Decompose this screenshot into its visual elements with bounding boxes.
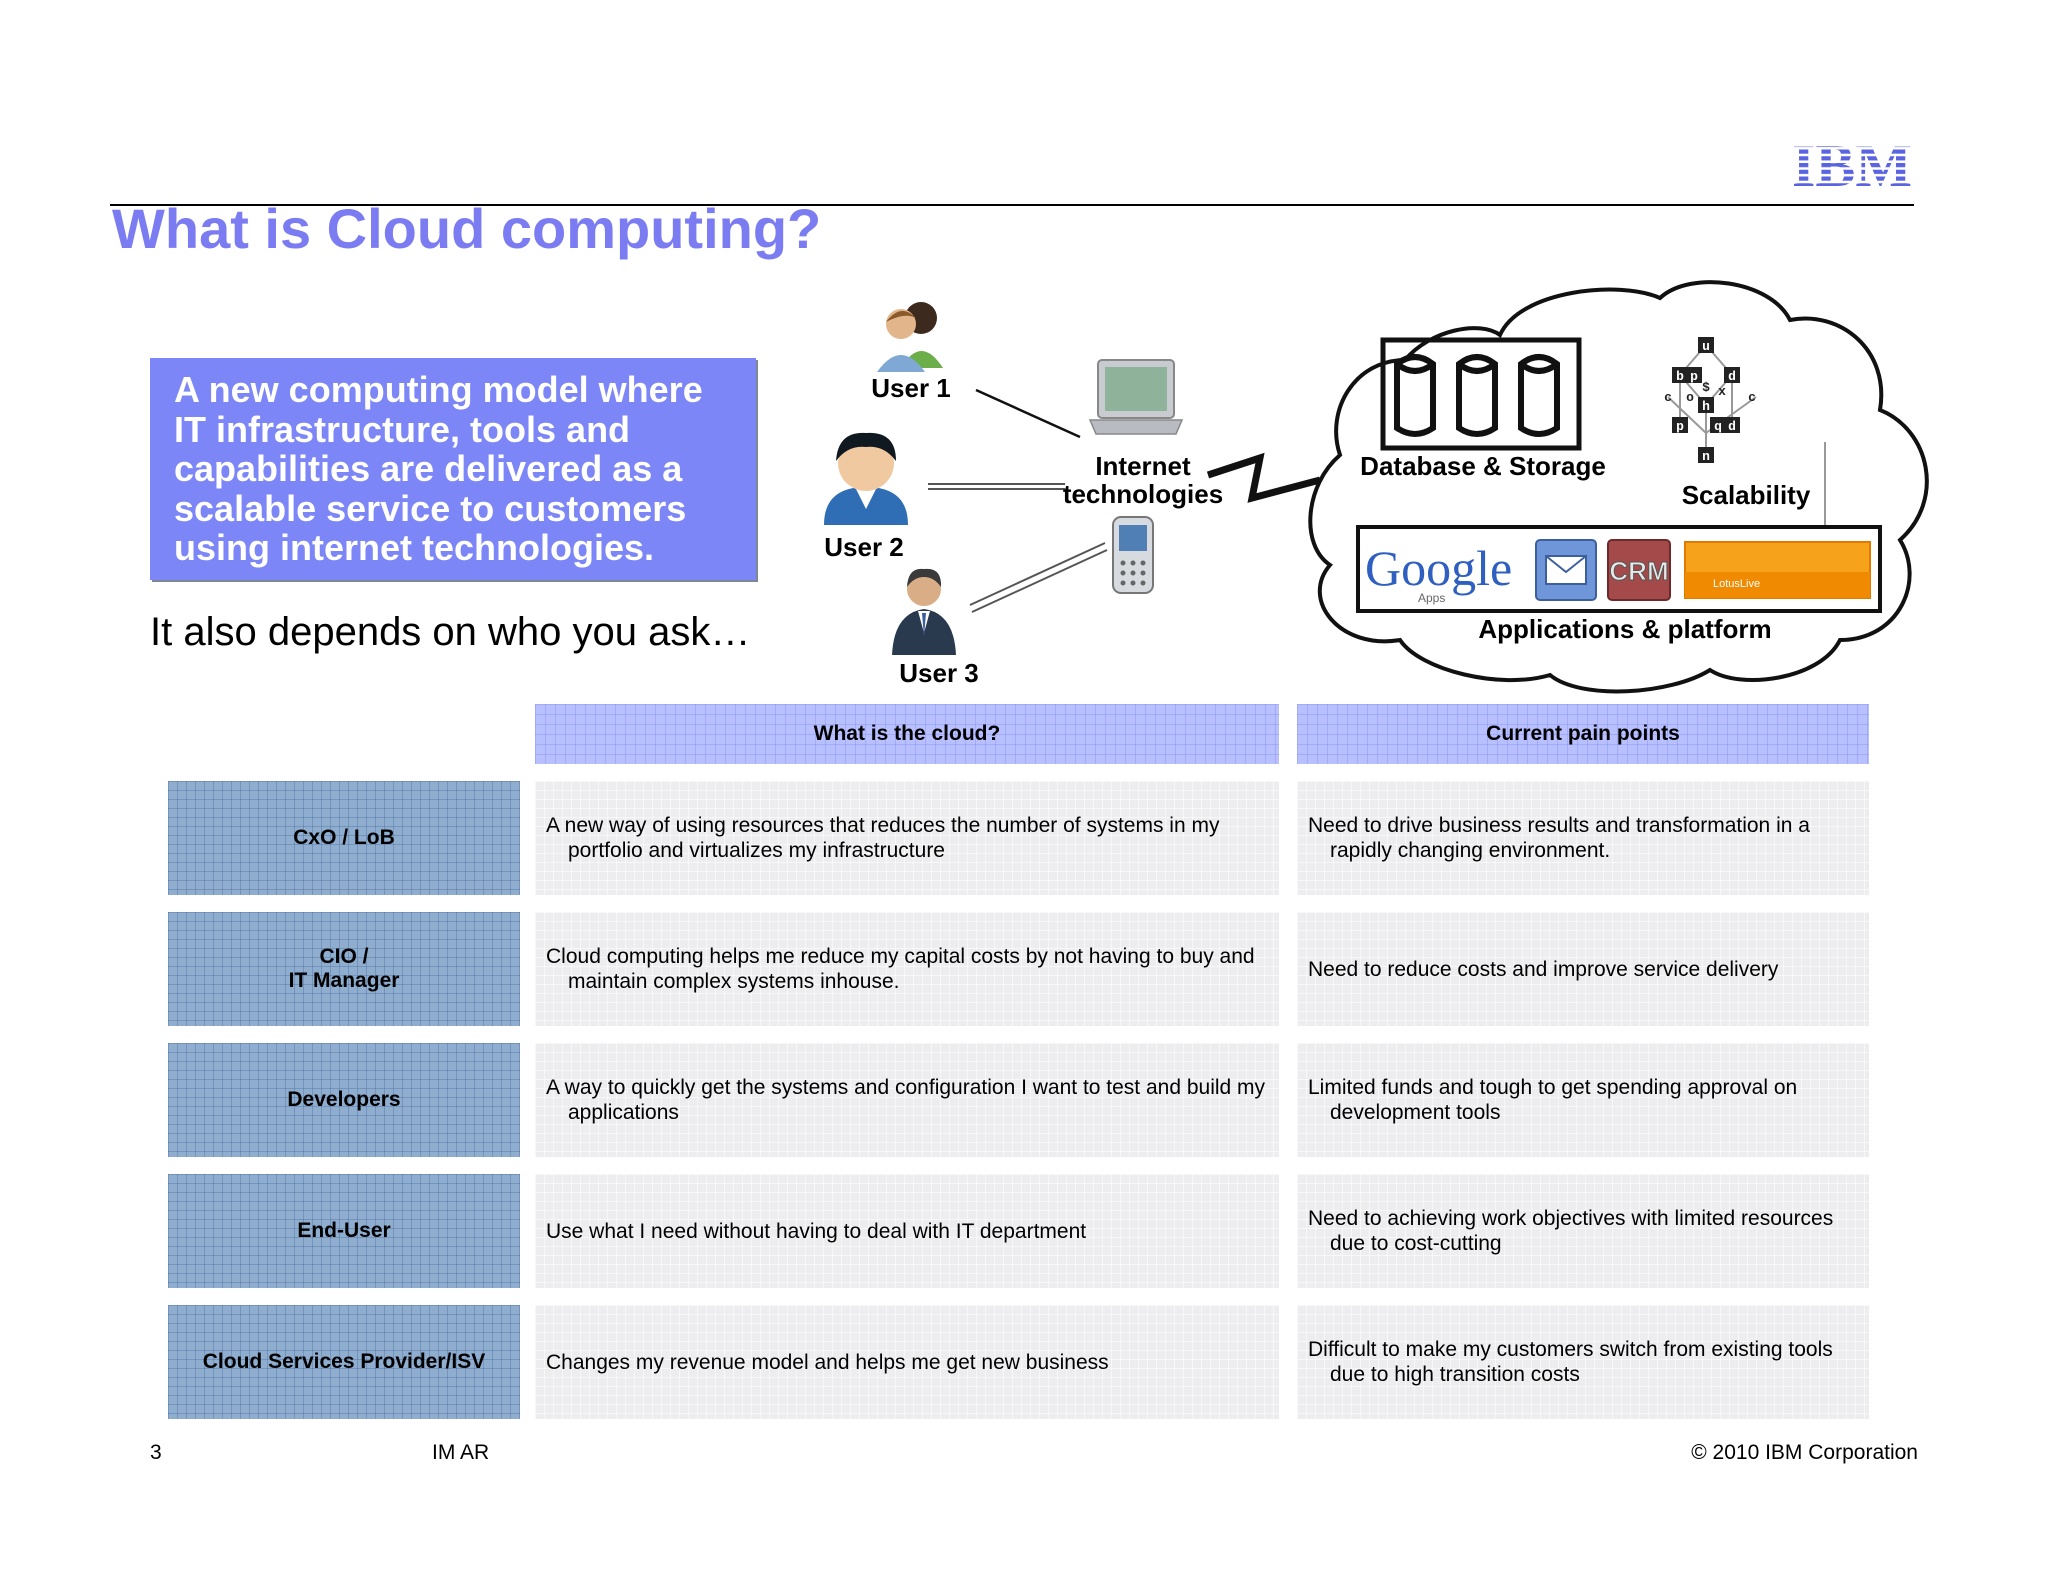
zigzag-connector [1206,452,1321,503]
table-cell: A new way of using resources that reduce… [535,781,1279,895]
svg-text:Google: Google [1365,540,1512,596]
link-user1 [975,388,1081,439]
header-rule [110,204,1914,206]
page-title: What is Cloud computing? [112,197,822,260]
mail-icon [1535,539,1597,601]
svg-text:h: h [1702,399,1710,414]
row-label-cio: CIO /IT Manager [168,912,520,1026]
definition-text: A new computing model where IT infrastru… [174,369,703,568]
svg-text:LotusLive: LotusLive [1713,578,1760,590]
cloud-diagram: User 1 User 2 User 3 Internet technologi… [824,280,1929,694]
phone-icon [1112,516,1154,594]
table-cell: Need to drive business results and trans… [1297,781,1869,895]
svg-text:Apps: Apps [1418,591,1445,605]
user3-label: User 3 [899,658,979,688]
svg-text:u: u [1702,339,1710,354]
subheading: It also depends on who you ask… [150,610,751,654]
svg-text:IBM: IBM [1792,136,1912,190]
crm-icon: CRM [1607,539,1671,601]
header-pain-points: Current pain points [1297,704,1869,764]
internet-label-line2: technologies [1063,479,1223,509]
svg-text:o: o [1686,390,1694,405]
table-cell: Limited funds and tough to get spending … [1297,1043,1869,1157]
laptop-icon [1088,359,1184,435]
link-user3 [969,542,1106,606]
user2-label: User 2 [824,532,904,562]
internet-label-line1: Internet [1095,451,1191,481]
svg-text:p: p [1690,369,1698,384]
copyright: © 2010 IBM Corporation [1691,1441,1918,1464]
header-what-is-cloud: What is the cloud? [535,704,1279,764]
user1-label: User 1 [871,373,951,403]
svg-text:x: x [1718,384,1726,399]
user3-icon [892,568,956,655]
table-cell: Changes my revenue model and helps me ge… [535,1305,1279,1419]
svg-text:c: c [1664,390,1672,405]
footer-dept: IM AR [432,1441,490,1464]
svg-text:d: d [1728,369,1736,384]
table-cell: Cloud computing helps me reduce my capit… [535,912,1279,1026]
table-cell: Use what I need without having to deal w… [535,1174,1279,1288]
table-cell: A way to quickly get the systems and con… [535,1043,1279,1157]
database-icon [1380,337,1582,451]
svg-text:c: c [1748,390,1756,405]
row-label-end-user: End-User [168,1174,520,1288]
user1-icon [877,302,943,372]
svg-text:b: b [1676,369,1684,384]
lotuslive-logo: LotusLive [1684,541,1871,599]
row-label-developers: Developers [168,1043,520,1157]
google-apps-logo: Google Apps [1365,540,1512,605]
table-cell: Need to reduce costs and improve service… [1297,912,1869,1026]
applications-label: Applications & platform [1478,614,1771,644]
table-cell: Difficult to make my customers switch fr… [1297,1305,1869,1419]
svg-text:$: $ [1702,380,1710,395]
svg-text:CRM: CRM [1609,556,1668,586]
svg-text:d: d [1728,419,1736,434]
row-label-cloud-provider: Cloud Services Provider/ISV [168,1305,520,1419]
user2-icon [824,432,908,525]
svg-text:q: q [1714,419,1722,434]
row-label-cxo: CxO / LoB [168,781,520,895]
svg-text:n: n [1702,449,1710,464]
database-label: Database & Storage [1360,451,1606,481]
definition-box: A new computing model where IT infrastru… [150,358,756,580]
scalability-label: Scalability [1682,480,1811,510]
table-cell: Need to achieving work objectives with l… [1297,1174,1869,1288]
scalability-icon: u b p d h p q d n c o x c $ [1664,337,1757,464]
svg-text:p: p [1676,419,1684,434]
page-number: 3 [150,1441,162,1464]
ibm-logo: IBM [1792,136,1912,190]
